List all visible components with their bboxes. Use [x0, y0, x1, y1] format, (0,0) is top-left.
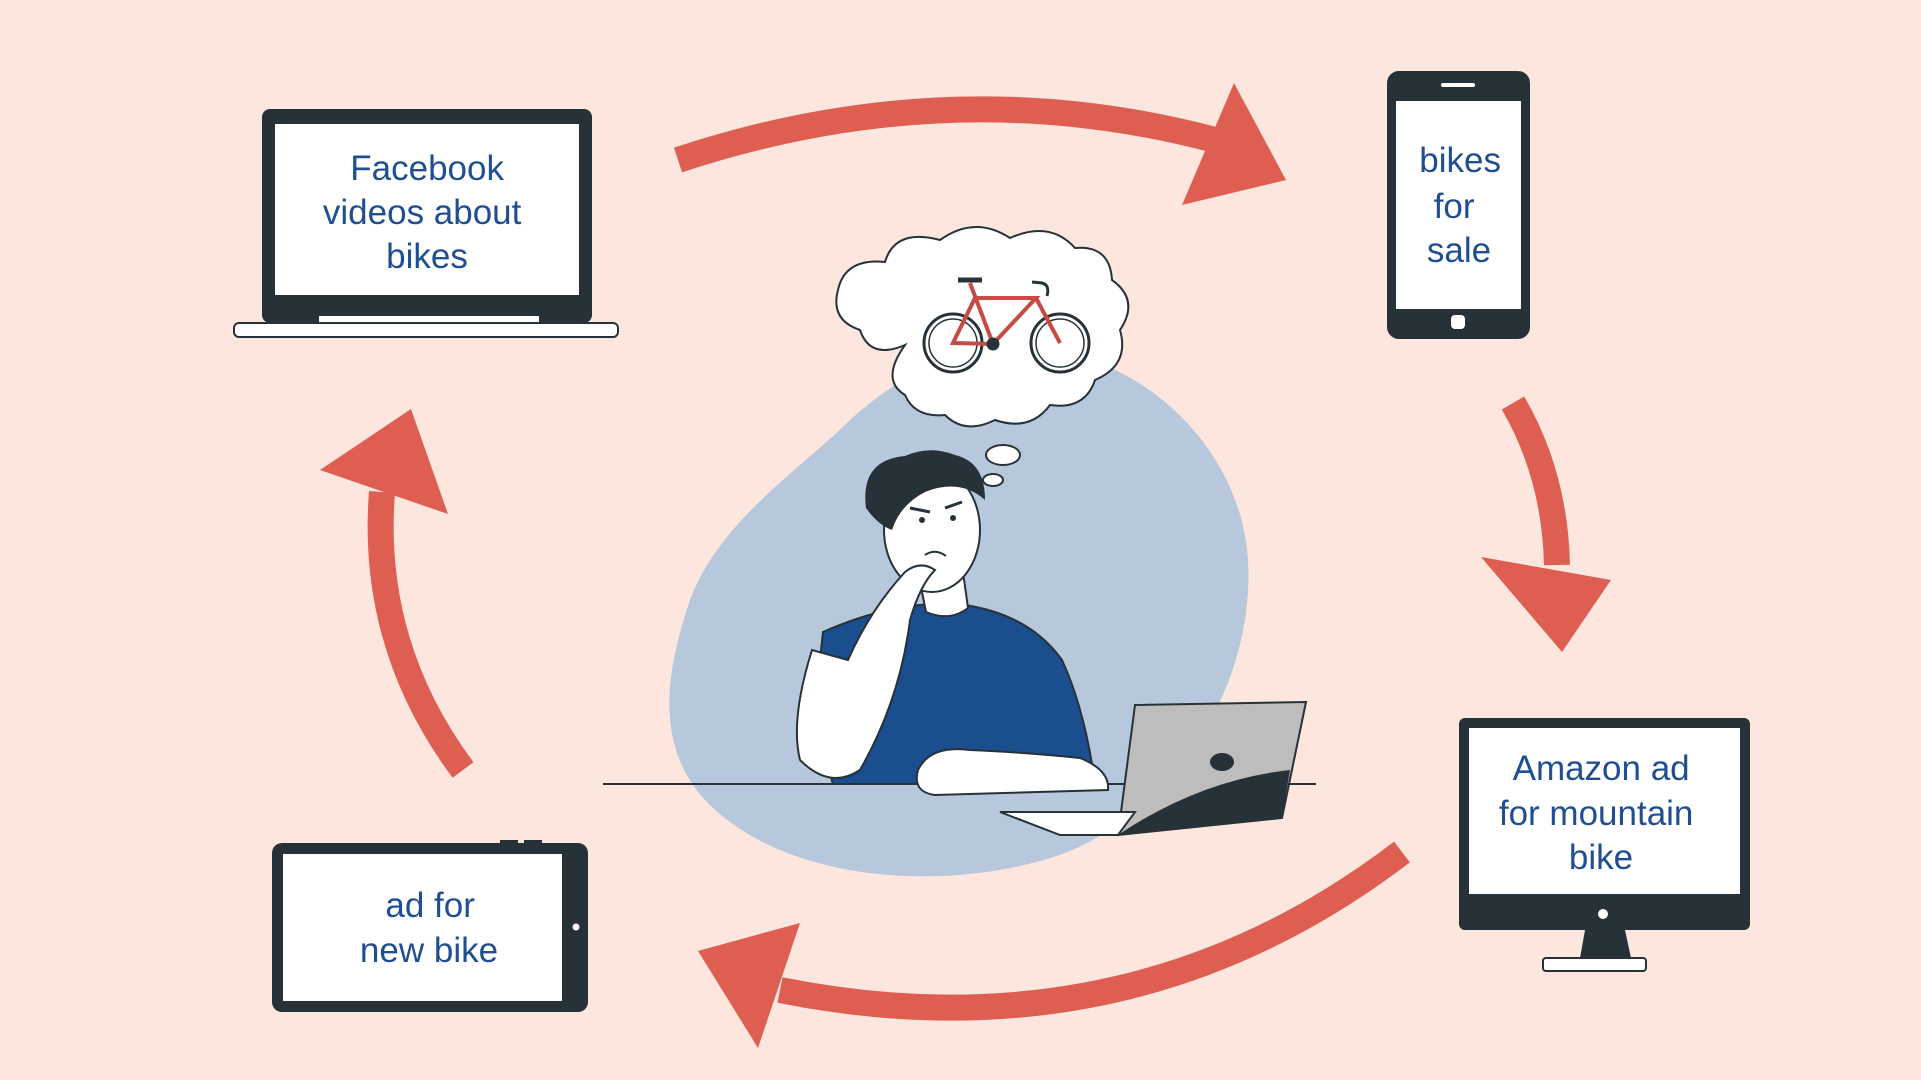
- phone-label: bikes for sale: [1419, 141, 1510, 270]
- tablet-screen: [283, 854, 562, 1001]
- laptop-label-line: videos about: [323, 193, 522, 232]
- arrow-monitor-to-tablet: [698, 841, 1410, 1048]
- tablet-device: ad for new bike: [272, 840, 588, 1012]
- laptop-label-line: bikes: [386, 237, 468, 276]
- tablet-label: ad for new bike: [360, 886, 498, 970]
- tablet-label-line: new bike: [360, 931, 498, 970]
- laptop-screen: [275, 124, 579, 295]
- arrow-tablet-to-laptop: [320, 409, 474, 778]
- phone-label-line: bikes: [1419, 141, 1501, 180]
- phone-label-line: for: [1434, 187, 1475, 226]
- cycle-arrows: [320, 83, 1611, 1048]
- desk-laptop-icon: [999, 700, 1308, 837]
- phone-screen: [1396, 101, 1521, 309]
- laptop-label: Facebook videos about bikes: [323, 149, 531, 276]
- thought-bubble-icon: [835, 226, 1130, 487]
- desktop-monitor-device: Amazon ad for mountain bike: [1459, 718, 1750, 972]
- smartphone-device: bikes for sale: [1387, 71, 1530, 339]
- center-scene: [603, 226, 1316, 877]
- arrow-phone-to-monitor: [1481, 396, 1611, 652]
- phone-label-line: sale: [1427, 231, 1491, 270]
- monitor-label-line: Amazon ad: [1513, 749, 1690, 788]
- bicycle-icon: [922, 277, 1091, 374]
- laptop-label-line: Facebook: [350, 149, 504, 188]
- monitor-label-line: for mountain: [1499, 794, 1694, 833]
- thinking-person-icon: [795, 450, 1110, 797]
- tablet-label-line: ad for: [385, 886, 475, 925]
- monitor-label: Amazon ad for mountain bike: [1499, 749, 1703, 877]
- monitor-label-line: bike: [1569, 838, 1633, 877]
- laptop-device: Facebook videos about bikes: [233, 109, 619, 338]
- monitor-screen: [1469, 728, 1740, 894]
- arrow-laptop-to-phone: [673, 83, 1286, 205]
